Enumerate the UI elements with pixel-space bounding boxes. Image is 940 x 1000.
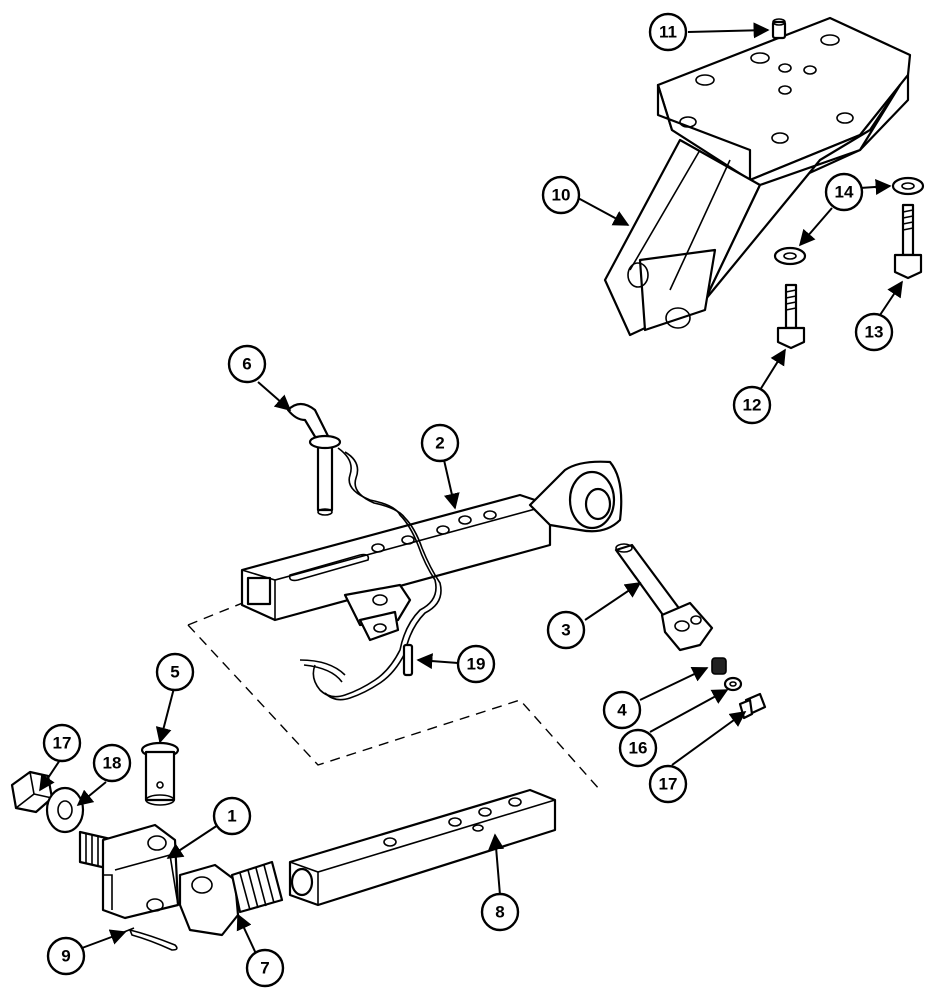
callout-7: 7 [245,948,285,988]
dowel-pin [771,18,787,40]
extension-tube [288,788,557,907]
clevis-pin [140,741,180,806]
callout-8-label: 8 [495,903,504,922]
bolt-12 [776,283,806,350]
bolt-13 [893,203,923,280]
callout-8: 8 [480,892,520,932]
callout-5: 5 [155,652,195,692]
small-screw [738,692,767,720]
callout-1: 1 [212,796,252,836]
callout-9-label: 9 [61,947,70,966]
callout-11-label: 11 [659,23,677,42]
callout-19-label: 19 [467,655,486,674]
callout-4: 4 [602,690,642,730]
mounting-bracket [603,16,912,337]
pin [614,543,714,652]
washer-14a [773,246,807,266]
callout-4-label: 4 [617,701,627,720]
arm-tube [240,460,623,642]
callout-18-label: 18 [103,754,122,773]
washer-14b [891,176,925,196]
callout-3-label: 3 [561,621,570,640]
hex-nut [10,770,54,814]
callout-13: 13 [854,312,894,352]
bushing [711,657,727,675]
leader-lines [39,22,903,959]
roll-pin [402,643,414,677]
callout-17-left-label: 17 [53,734,72,753]
callout-18: 18 [92,743,132,783]
callout-9: 9 [46,936,86,976]
swivel-end [178,860,284,937]
callout-7-label: 7 [260,959,269,978]
linch-pin-with-chain [286,402,442,701]
callout-12: 12 [732,385,772,425]
clevis-bracket [78,823,180,920]
callout-10: 10 [541,175,581,215]
assembly-guide-lines [187,599,601,791]
callout-12-label: 12 [743,396,762,415]
callout-19: 19 [456,644,496,684]
callout-6: 6 [227,344,267,384]
callout-10-label: 10 [552,186,571,205]
callout-1-label: 1 [227,807,236,826]
callout-16: 16 [618,728,658,768]
callout-3: 3 [546,610,586,650]
callout-17-left: 17 [42,723,82,763]
callout-2-label: 2 [435,434,444,453]
washer-18 [45,786,85,834]
callout-6-label: 6 [242,355,251,374]
callout-16-label: 16 [629,739,648,758]
small-washer [723,676,743,692]
callout-5-label: 5 [170,663,179,682]
callout-14: 14 [824,172,864,212]
callout-2: 2 [420,423,460,463]
cotter-pin [123,927,178,951]
callout-11: 11 [648,12,688,52]
callout-13-label: 13 [865,323,884,342]
callout-17-right-label: 17 [659,775,678,794]
callout-17-right: 17 [648,764,688,804]
callout-14-label: 14 [835,183,854,202]
